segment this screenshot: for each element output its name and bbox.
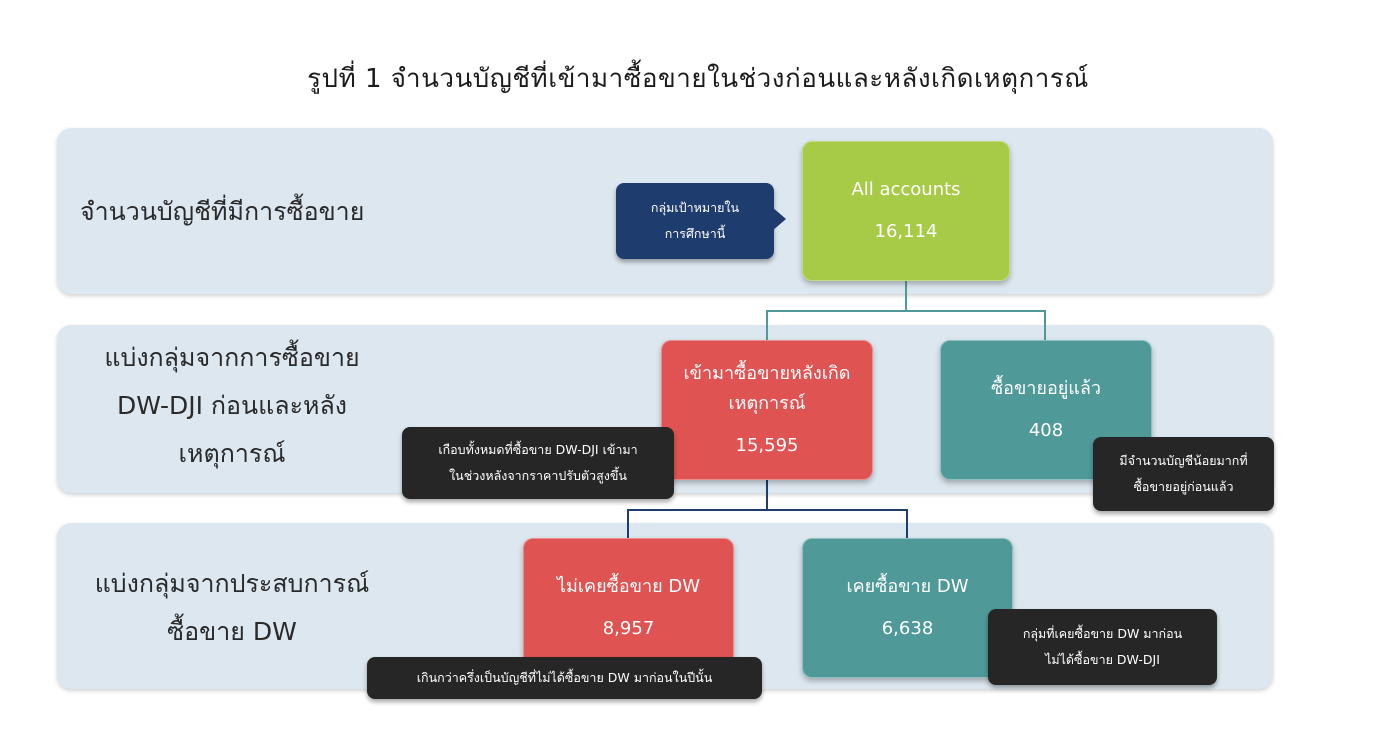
callout-line: การศึกษานี้ — [664, 226, 726, 241]
node-all-accounts: All accounts 16,114 — [802, 141, 1010, 281]
row-label-line: แบ่งกลุ่มจากการซื้อขาย — [104, 343, 360, 372]
row-label-total: จำนวนบัญชีที่มีการซื้อขาย — [80, 188, 420, 236]
callout-few-accounts: มีจำนวนบัญชีน้อยมากที่ ซื้อขายอยู่ก่อนแล… — [1093, 437, 1274, 511]
node-value: 16,114 — [874, 221, 938, 242]
row-label-line: แบ่งกลุ่มจากประสบการณ์ — [94, 569, 370, 598]
node-value: 408 — [1028, 420, 1064, 441]
node-value: 8,957 — [602, 618, 655, 639]
connector-split-level-2 — [766, 310, 1046, 340]
node-never-traded-dw: ไม่เคยซื้อขาย DW 8,957 — [523, 538, 734, 678]
node-after-event: เข้ามาซื้อขายหลังเกิด เหตุการณ์ 15,595 — [661, 340, 873, 480]
callout-line: ในช่วงหลังจากราคาปรับตัวสูงขึ้น — [449, 468, 627, 483]
connector-split-level-3 — [627, 509, 908, 538]
callout-line: กลุ่มเป้าหมายใน — [650, 200, 740, 215]
callout-ever-before: กลุ่มที่เคยซื้อขาย DW มาก่อน ไม่ได้ซื้อข… — [988, 609, 1217, 685]
row-label-line: จำนวนบัญชีที่มีการซื้อขาย — [80, 197, 365, 226]
figure-title: รูปที่ 1 จำนวนบัญชีที่เข้ามาซื้อขายในช่ว… — [307, 64, 1089, 94]
node-label: All accounts — [851, 179, 961, 200]
node-label: เข้ามาซื้อขายหลังเกิด — [683, 363, 851, 384]
callout-over-half: เกินกว่าครึ่งเป็นบัญชีที่ไม่ได้ซื้อขาย D… — [367, 657, 762, 699]
callout-line: เกินกว่าครึ่งเป็นบัญชีที่ไม่ได้ซื้อขาย D… — [416, 670, 713, 685]
row-label-line: เหตุการณ์ — [178, 439, 286, 468]
node-label: ซื้อขายอยู่แล้ว — [990, 378, 1102, 399]
row-label-timing: แบ่งกลุ่มจากการซื้อขาย DW-DJI ก่อนและหลั… — [82, 334, 382, 478]
callout-line: เกือบทั้งหมดที่ซื้อขาย DW-DJI เข้ามา — [438, 442, 638, 457]
node-label: เหตุการณ์ — [728, 393, 806, 414]
callout-almost-all: เกือบทั้งหมดที่ซื้อขาย DW-DJI เข้ามา ในช… — [402, 427, 674, 499]
node-value: 6,638 — [881, 618, 934, 639]
callout-line: กลุ่มที่เคยซื้อขาย DW มาก่อน — [1022, 626, 1183, 641]
callout-line: ไม่ได้ซื้อขาย DW-DJI — [1045, 652, 1160, 667]
callout-target-group: กลุ่มเป้าหมายใน การศึกษานี้ — [616, 183, 786, 259]
node-label: ไม่เคยซื้อขาย DW — [556, 576, 701, 597]
row-label-experience: แบ่งกลุ่มจากประสบการณ์ ซื้อขาย DW — [82, 560, 382, 656]
row-label-line: DW-DJI ก่อนและหลัง — [116, 391, 348, 420]
row-label-line: ซื้อขาย DW — [167, 617, 297, 646]
node-ever-traded-dw: เคยซื้อขาย DW 6,638 — [802, 538, 1013, 678]
callout-line: ซื้อขายอยู่ก่อนแล้ว — [1133, 479, 1234, 494]
node-label: เคยซื้อขาย DW — [846, 576, 969, 597]
callout-line: มีจำนวนบัญชีน้อยมากที่ — [1119, 453, 1248, 468]
node-value: 15,595 — [735, 435, 799, 456]
